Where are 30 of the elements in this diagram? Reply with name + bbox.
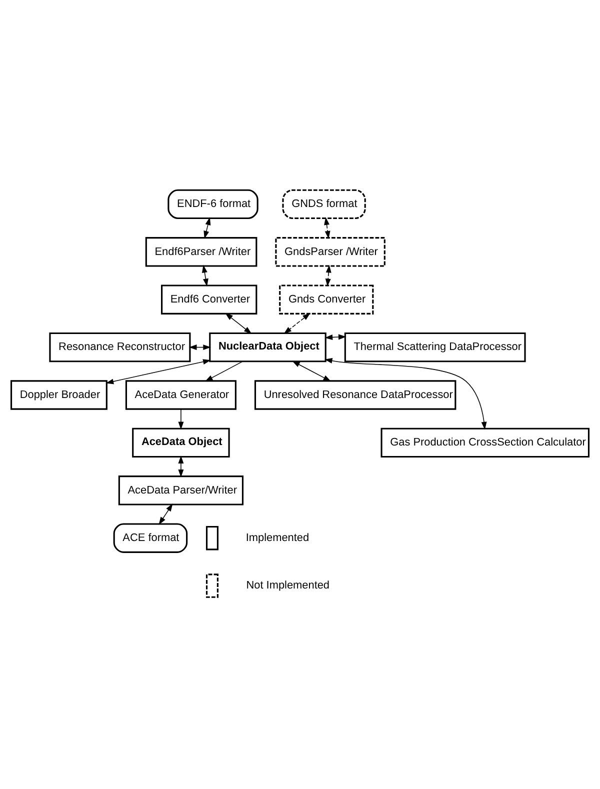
arrow — [292, 360, 332, 381]
arrow — [324, 216, 330, 238]
node-box: Resonance Reconstructor — [49, 332, 191, 362]
node-box: Endf6Parser /Writer — [145, 236, 258, 266]
arrow — [324, 334, 346, 340]
node-box: GNDS format — [282, 188, 366, 219]
arrow — [284, 312, 310, 334]
node-box: Thermal Scattering DataProcessor — [344, 332, 526, 362]
node-box: AceData Generator — [125, 380, 236, 410]
node-box: Doppler Broader — [10, 380, 108, 410]
arrow — [106, 358, 211, 384]
node-box: Gnds Converter — [279, 284, 374, 314]
node-box: AceData Object — [132, 427, 230, 458]
node-box: ACE format — [113, 522, 188, 552]
arrow — [324, 358, 487, 430]
node-box: Gas Production CrossSection Calculator — [380, 427, 590, 458]
node-box: Endf6 Converter — [161, 284, 258, 314]
node-box: GndsParser /Writer — [275, 236, 386, 266]
arrow — [178, 455, 184, 477]
node-box: NuclearData Object — [209, 332, 326, 362]
arrow — [178, 408, 184, 430]
node-box: AceData Parser/Writer — [118, 475, 244, 505]
legend-label: Implemented — [246, 531, 310, 544]
arrow — [325, 264, 332, 286]
arrow — [225, 312, 252, 334]
node-box: Unresolved Resonance DataProcessor — [254, 380, 456, 410]
legend-label: Not Implemented — [246, 579, 330, 592]
arrow — [204, 360, 244, 381]
node-box: ENDF-6 format — [168, 188, 258, 219]
arrow — [158, 503, 173, 524]
